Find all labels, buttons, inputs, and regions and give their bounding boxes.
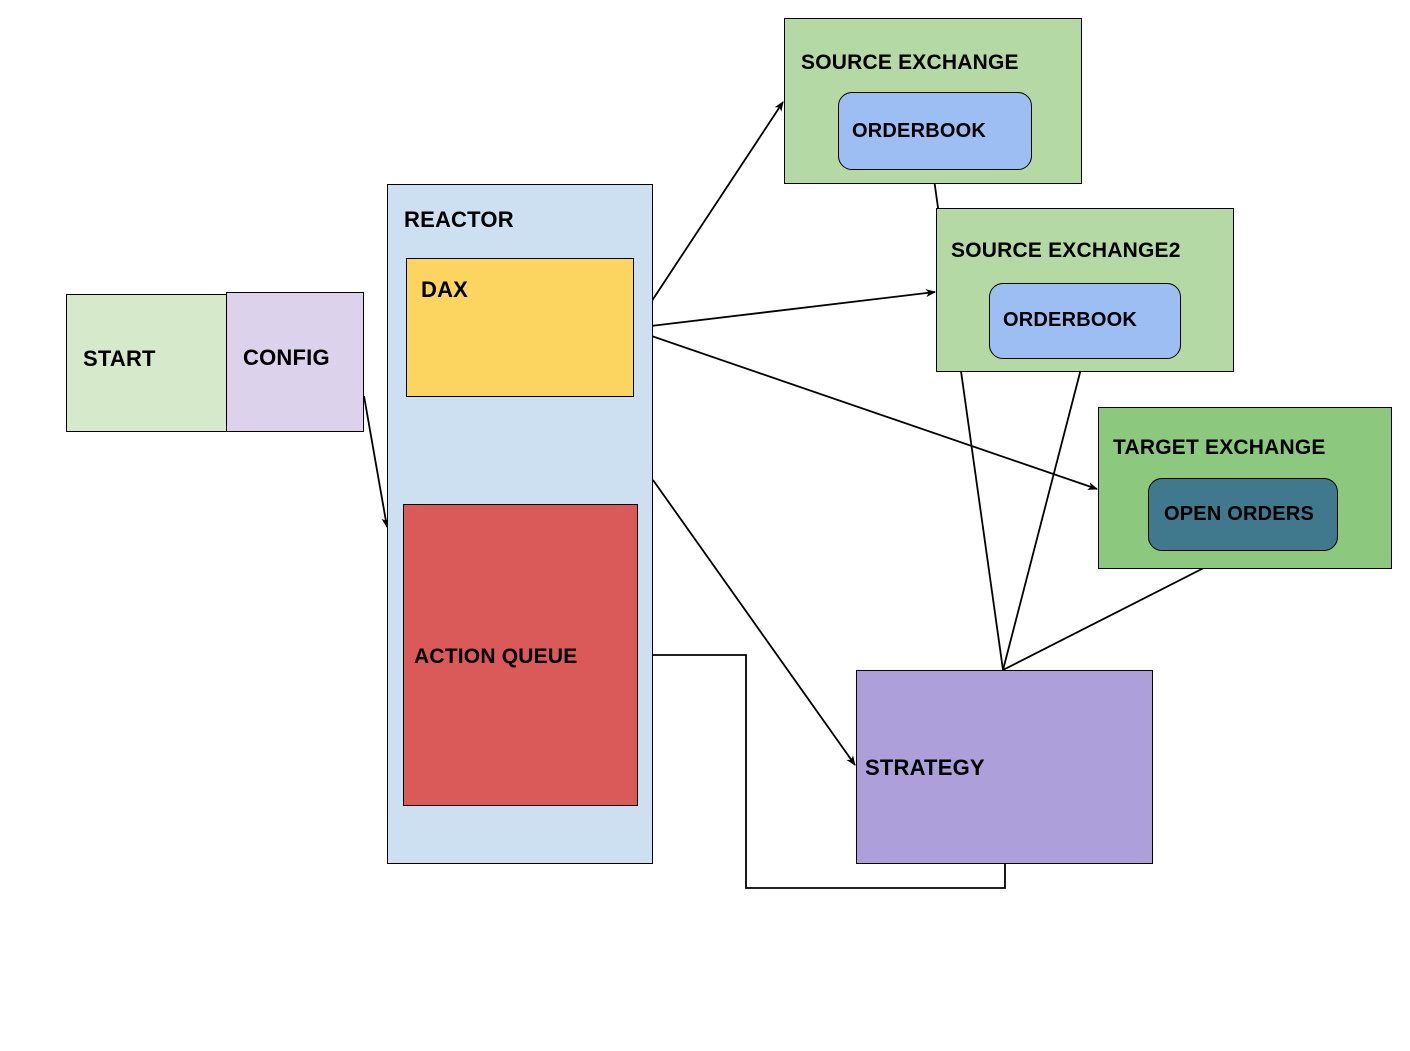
node-config-label: CONFIG [243,345,330,370]
node-reactor-label: REACTOR [404,207,514,232]
node-source-exchange2-label: SOURCE EXCHANGE2 [951,239,1181,262]
edge-reactor-to-strategy [652,479,856,766]
node-orderbook-source-exchange2-label: ORDERBOOK [1003,309,1138,331]
node-source-exchange-label: SOURCE EXCHANGE [801,51,1019,74]
edge-dax-to-source-exchange [633,101,784,329]
node-open-orders[interactable]: OPEN ORDERS [1148,478,1338,551]
node-orderbook-source-exchange2[interactable]: ORDERBOOK [989,283,1181,359]
edge-strategy-to-orderbook2 [1002,360,1085,671]
node-action-queue[interactable]: ACTION QUEUE [403,504,638,806]
node-strategy-label: STRATEGY [865,755,985,780]
node-action-queue-label: ACTION QUEUE [414,645,578,668]
node-dax[interactable]: DAX [406,258,634,397]
node-open-orders-label: OPEN ORDERS [1164,503,1315,525]
node-orderbook-source-exchange-label: ORDERBOOK [852,120,987,142]
node-start-label: START [83,346,156,371]
node-orderbook-source-exchange[interactable]: ORDERBOOK [838,92,1032,170]
node-strategy[interactable]: STRATEGY [856,670,1153,864]
node-dax-label: DAX [421,277,469,302]
node-start[interactable]: START [66,294,232,432]
edge-config-to-reactor [363,395,390,528]
node-target-exchange-label: TARGET EXCHANGE [1113,436,1326,459]
edge-dax-to-source-exchange2 [633,289,936,329]
node-config[interactable]: CONFIG [226,292,364,432]
